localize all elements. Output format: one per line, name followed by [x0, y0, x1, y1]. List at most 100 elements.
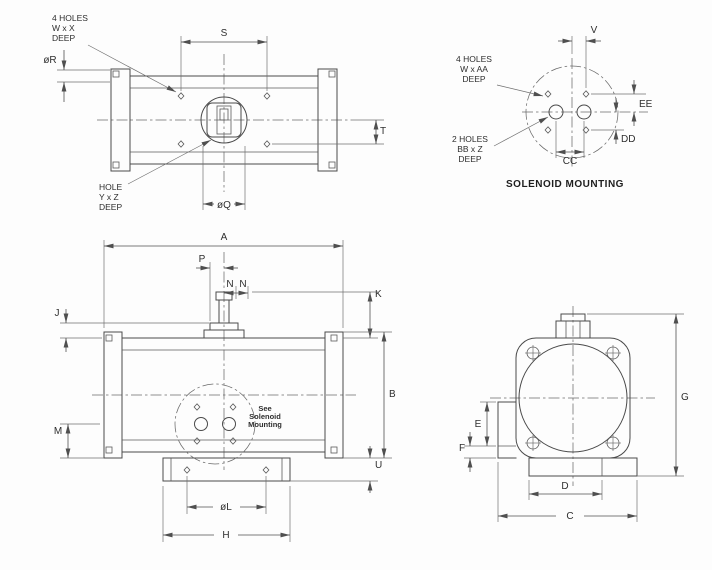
dim-label-q: øQ: [217, 200, 231, 211]
note-4holes-line2: W x X: [52, 23, 75, 33]
dim-label-v: V: [591, 25, 598, 36]
note-4holes-aa-line3: DEEP: [462, 74, 485, 84]
mounting-hole: [177, 140, 185, 148]
dim-label-k: K: [375, 289, 382, 300]
dim-label-g: G: [681, 392, 689, 403]
dim-label-c: C: [566, 511, 573, 522]
solenoid-notes: 4 HOLES W x AA DEEP 2 HOLES BB x Z DEEP …: [452, 54, 624, 190]
note-4holes-aa-line2: W x AA: [460, 64, 488, 74]
top-view-outline: [110, 68, 338, 172]
dim-label-s: S: [221, 28, 228, 39]
dim-label-cc: CC: [563, 156, 577, 167]
solenoid-outline: [525, 65, 619, 159]
see-solenoid-line2: Solenoid: [249, 412, 281, 421]
mounting-hole: [582, 90, 590, 98]
dim-label-a: A: [221, 232, 228, 243]
leader-4holes-aa: [496, 84, 544, 97]
cylinder-circle: [518, 343, 628, 453]
end-cap-screw: [330, 334, 338, 342]
dim-label-p: P: [199, 254, 206, 265]
top-view-dimensions: S øR T øQ: [43, 28, 386, 211]
solenoid-mounting-view: V EE DD CC 4 HOLES W x AA DEEP 2 HOLES B…: [452, 25, 653, 190]
leader-hole: [127, 139, 212, 185]
dim-label-j: J: [55, 308, 60, 319]
see-solenoid-line1: See: [258, 404, 271, 413]
mounting-hole: [263, 92, 271, 100]
phantom-circle: [525, 65, 619, 159]
leader-2holes: [493, 116, 549, 147]
mounting-hole: [544, 90, 552, 98]
base-plate: [528, 457, 638, 477]
drive-circle: [200, 96, 248, 144]
dim-label-d: D: [561, 481, 568, 492]
mounting-hole: [193, 437, 201, 445]
dim-label-dd: DD: [621, 134, 635, 145]
flange-bolt: [604, 434, 622, 452]
drive-slot: [216, 105, 232, 135]
bracket-hole: [262, 466, 270, 474]
end-cap-screw: [112, 70, 120, 78]
solenoid-hole-right: [576, 104, 592, 120]
flange-bolt: [524, 344, 542, 362]
mounting-hole: [229, 403, 237, 411]
note-hole-line1: HOLE: [99, 182, 122, 192]
note-4holes-line3: DEEP: [52, 33, 75, 43]
note-hole-line3: DEEP: [99, 202, 122, 212]
note-2holes-line3: DEEP: [458, 154, 481, 164]
front-view-dimensions: A P N N J K B: [54, 232, 396, 542]
end-cap-screw: [105, 446, 113, 454]
note-4holes-aa-line1: 4 HOLES: [456, 54, 492, 64]
top-view-notes: 4 HOLES W x X DEEP HOLE Y x Z DEEP: [52, 13, 212, 212]
solenoid-centerlines: [522, 58, 648, 168]
front-view-centerlines: [92, 252, 356, 470]
drive-square: [206, 102, 242, 138]
note-4holes-line1: 4 HOLES: [52, 13, 88, 23]
see-solenoid-line3: Mounting: [248, 420, 282, 429]
leader-4holes: [87, 44, 177, 93]
dim-label-t: T: [380, 126, 386, 137]
flange-bolt: [604, 344, 622, 362]
note-hole-line2: Y x Z: [99, 192, 119, 202]
side-bracket: [497, 401, 517, 459]
mounting-bracket: [162, 457, 291, 482]
bracket-hole: [183, 466, 191, 474]
flange-bolt: [524, 434, 542, 452]
dim-label-n-left: N: [226, 279, 233, 290]
end-cap-screw: [105, 334, 113, 342]
front-view: A P N N J K B: [54, 232, 396, 542]
dim-label-b: B: [389, 389, 396, 400]
dim-label-m: M: [54, 426, 62, 437]
mounting-hole: [263, 140, 271, 148]
solenoid-dimensions: V EE DD CC: [555, 25, 653, 167]
top-view: S øR T øQ 4 HOLES W x X DEEP HOLE Y x: [43, 13, 386, 212]
note-2holes-line2: BB x Z: [457, 144, 483, 154]
front-view-notes: See Solenoid Mounting: [248, 404, 282, 429]
solenoid-hole-left: [548, 104, 564, 120]
top-connector: [555, 320, 591, 339]
side-view: G E F D C: [459, 306, 689, 522]
dim-label-r: øR: [43, 55, 56, 66]
note-2holes-line1: 2 HOLES: [452, 134, 488, 144]
front-view-outline: [103, 291, 344, 482]
end-cap-screw: [330, 446, 338, 454]
side-view-outline: [497, 313, 638, 477]
dim-label-ee: EE: [639, 99, 653, 110]
dim-label-e: E: [475, 419, 482, 430]
dim-label-u: U: [375, 460, 382, 471]
end-cap-screw: [328, 161, 336, 169]
mounting-hole: [177, 92, 185, 100]
end-cap-screw: [112, 161, 120, 169]
end-cap-screw: [328, 70, 336, 78]
dim-label-h: H: [222, 530, 229, 541]
mounting-hole: [229, 437, 237, 445]
dim-label-n-right: N: [239, 279, 246, 290]
solenoid-phantom-circle: [174, 383, 256, 465]
mounting-hole: [544, 126, 552, 134]
mounting-hole: [193, 403, 201, 411]
solenoid-mounting-caption: SOLENOID MOUNTING: [506, 179, 624, 190]
top-view-centerlines: [97, 54, 352, 192]
side-view-dimensions: G E F D C: [459, 313, 689, 522]
dim-label-f: F: [459, 443, 465, 454]
